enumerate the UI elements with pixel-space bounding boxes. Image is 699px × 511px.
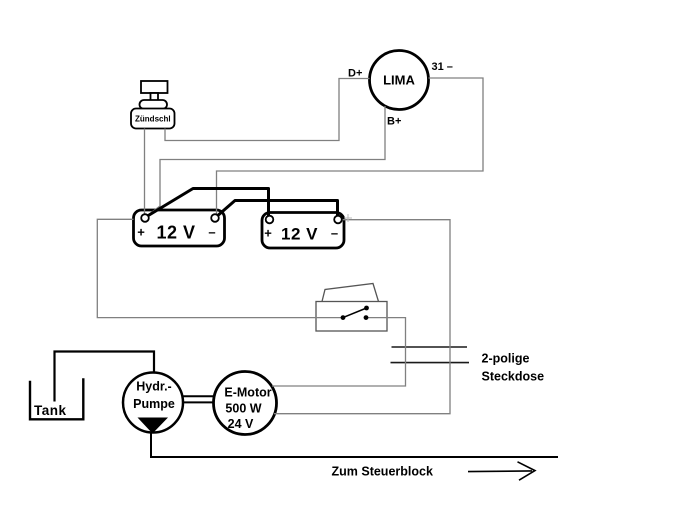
pump-output-line bbox=[150, 433, 558, 458]
alternator-label: LIMA bbox=[383, 73, 415, 88]
ignition-switch-symbol bbox=[130, 80, 176, 130]
tank-outline bbox=[28, 378, 85, 421]
battery2-plus-label: + bbox=[264, 226, 272, 241]
motor-label-line3: 24 V bbox=[228, 417, 254, 431]
rocker-switch bbox=[315, 282, 388, 332]
wire-battery1-plus-to-switch bbox=[96, 218, 341, 319]
details-layer bbox=[137, 213, 369, 434]
motor-label-line2: 500 W bbox=[225, 402, 261, 416]
alternator-circle bbox=[368, 49, 430, 111]
battery-jumpers bbox=[143, 187, 339, 219]
flow-arrow-head bbox=[517, 461, 537, 481]
switch-contact-right bbox=[363, 315, 369, 320]
socket-label-line1: 2-polige bbox=[482, 352, 530, 366]
battery-terminals bbox=[140, 213, 343, 225]
wire-bplus-to-battery1-plus bbox=[145, 106, 386, 218]
switch-box bbox=[315, 300, 388, 332]
terminal-bplus-label: B+ bbox=[387, 116, 401, 128]
terminal-31-label: 31 – bbox=[432, 61, 453, 73]
battery1-plus-label: + bbox=[137, 225, 145, 240]
battery1-box bbox=[132, 208, 226, 248]
battery1-plus-terminal bbox=[140, 213, 150, 223]
jumper-minus-terminals bbox=[214, 199, 339, 219]
switch-rocker-lever bbox=[321, 282, 380, 302]
labels-layer: LIMA D+ 31 – B+ Zündschl + 12 V – + 12 V… bbox=[34, 61, 544, 479]
battery2-box bbox=[260, 211, 346, 250]
terminal-dplus-label: D+ bbox=[348, 68, 362, 80]
socket-symbol bbox=[390, 346, 469, 364]
pump-label-line2: Pumpe bbox=[133, 397, 175, 411]
flow-arrow bbox=[467, 461, 537, 481]
battery2-voltage-label: 12 V bbox=[281, 225, 318, 244]
wire-ignition-to-battery1-plus bbox=[143, 128, 146, 217]
flow-label: Zum Steuerblock bbox=[332, 465, 433, 479]
ignition-switch-box bbox=[130, 107, 176, 130]
socket-label-line2: Steckdose bbox=[482, 370, 545, 384]
pump-label-line1: Hydr.- bbox=[136, 380, 171, 394]
battery2-minus-label: – bbox=[331, 226, 338, 241]
wire-switch-to-motor-top bbox=[272, 316, 407, 387]
battery2-minus-terminal bbox=[333, 214, 343, 225]
pump-triangle bbox=[137, 417, 168, 434]
battery1-minus-label: – bbox=[208, 225, 215, 240]
shaft-coupling bbox=[183, 395, 214, 404]
paste-artifact-cross bbox=[344, 214, 352, 222]
key-head bbox=[140, 80, 169, 94]
tank-label: Tank bbox=[34, 403, 67, 418]
battery1-minus-terminal bbox=[210, 213, 220, 223]
components-layer bbox=[28, 49, 558, 481]
battery1-voltage-label: 12 V bbox=[156, 223, 195, 243]
ignition-switch-label: Zündschl bbox=[135, 115, 171, 124]
battery2-plus-terminal bbox=[264, 214, 275, 225]
wire-31-to-battery1-minus bbox=[215, 77, 484, 215]
motor-label-line1: E-Motor bbox=[224, 386, 271, 400]
wire-ignition-to-dplus bbox=[164, 77, 370, 142]
switch-lever bbox=[342, 307, 367, 319]
wire-battery2-minus-to-motor-bottom bbox=[274, 219, 451, 415]
switch-contacts bbox=[340, 305, 369, 320]
suction-pipe bbox=[53, 350, 156, 402]
